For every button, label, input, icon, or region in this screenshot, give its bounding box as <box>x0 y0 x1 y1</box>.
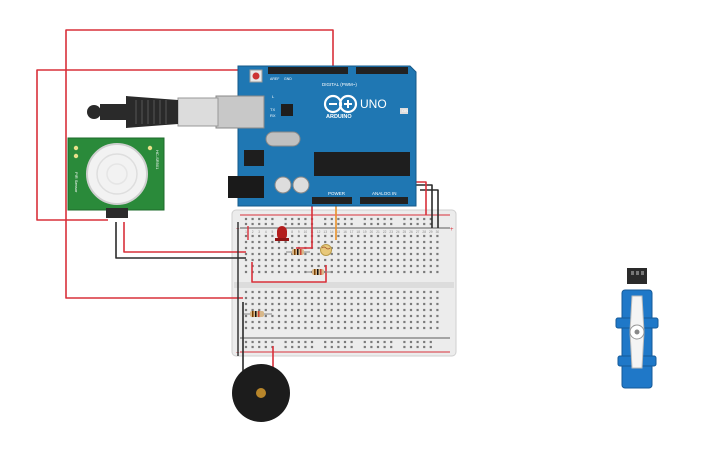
column-number: 30 <box>436 230 440 234</box>
piezo-buzzer[interactable] <box>232 364 290 422</box>
board-brand-label: ARDUINO <box>326 114 352 120</box>
column-number: 17 <box>350 230 354 234</box>
photoresistor[interactable] <box>320 244 332 256</box>
power-rail-bottom <box>244 340 432 349</box>
column-number: 22 <box>383 230 387 234</box>
pir-label-right: HC-SR501 <box>155 150 160 170</box>
breadboard[interactable]: 1234567891011121314151617181920212223242… <box>231 209 457 357</box>
column-number: 12 <box>317 230 321 234</box>
rx-label: RX <box>270 113 276 118</box>
on-led-label: ON <box>402 108 408 113</box>
resistor-1[interactable] <box>286 249 310 255</box>
column-number: 27 <box>416 230 420 234</box>
power-header-label: POWER <box>328 191 346 196</box>
arduino-uno-board[interactable]: UNO ARDUINO DIGITAL (PWM~) POWER ANALOG … <box>215 65 417 207</box>
column-number: 20 <box>370 230 374 234</box>
column-number: 8 <box>291 230 293 234</box>
terminal-strip <box>244 234 439 330</box>
column-number: 21 <box>376 230 380 234</box>
column-number: 16 <box>343 230 347 234</box>
wire-red-pir-signal[interactable] <box>123 222 246 253</box>
column-number: 24 <box>396 230 400 234</box>
column-number: 5 <box>272 230 274 234</box>
resistor-3[interactable] <box>244 311 272 317</box>
digital-header-label: DIGITAL (PWM~) <box>322 82 357 87</box>
column-number: 1 <box>245 230 247 234</box>
column-number: 15 <box>337 230 341 234</box>
column-number: 26 <box>409 230 413 234</box>
column-number: 3 <box>258 230 260 234</box>
aref-label: AREF <box>270 77 279 81</box>
wire-black-pir-gnd[interactable] <box>115 222 246 259</box>
column-number: 23 <box>389 230 393 234</box>
usb-cable-icon <box>87 96 219 128</box>
wire-red-top-loop[interactable] <box>65 29 334 299</box>
column-number: 29 <box>429 230 433 234</box>
servo-motor[interactable] <box>615 268 659 389</box>
led[interactable] <box>275 226 289 241</box>
analog-header-label: ANALOG IN <box>372 191 397 196</box>
column-number: 9 <box>298 230 300 234</box>
board-model-label: UNO <box>360 97 387 111</box>
rail-plus-mark-right: + <box>450 227 454 233</box>
l-led-label: L <box>272 94 275 99</box>
column-number: 4 <box>265 230 267 234</box>
wire-red-pir-power[interactable] <box>36 69 290 221</box>
column-number: 25 <box>403 230 407 234</box>
wire-red-breadboard-link[interactable] <box>251 262 327 283</box>
gnd-label: GND <box>284 77 292 81</box>
pir-sensor[interactable]: PIR Sensor HC-SR501 <box>67 137 165 218</box>
column-number: 19 <box>363 230 367 234</box>
pir-label-left: PIR Sensor <box>74 172 79 193</box>
resistor-2[interactable] <box>306 269 332 275</box>
tx-label: TX <box>270 107 275 112</box>
arduino-logo-icon <box>323 94 358 114</box>
column-number: 13 <box>323 230 327 234</box>
column-number: 28 <box>422 230 426 234</box>
column-number: 14 <box>330 230 334 234</box>
column-number: 18 <box>356 230 360 234</box>
column-number: 10 <box>304 230 308 234</box>
column-number: 2 <box>252 230 254 234</box>
